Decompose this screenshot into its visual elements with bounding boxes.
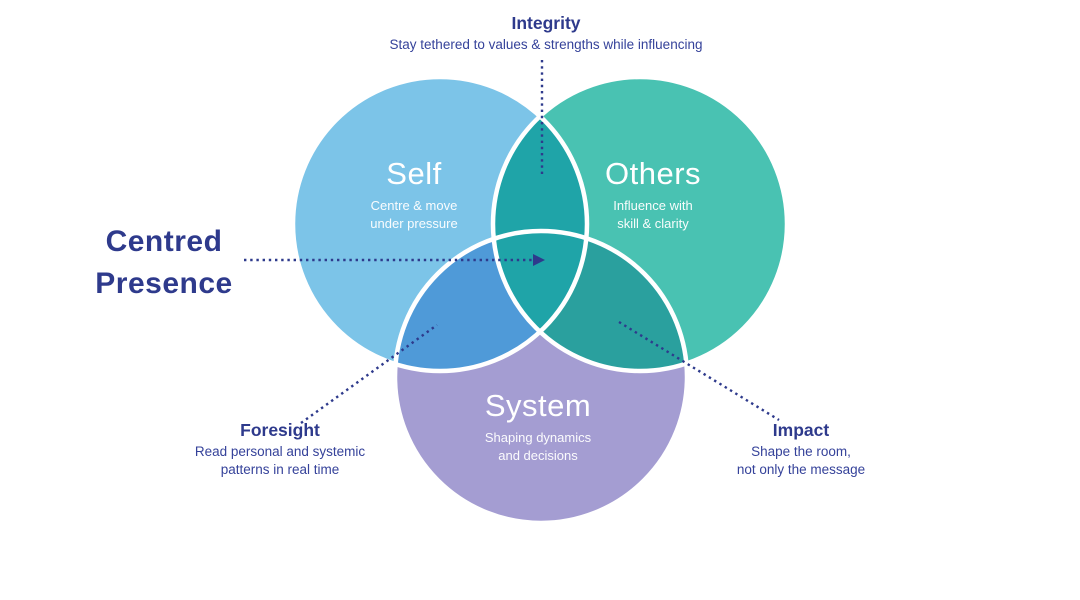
foresight-callout: Foresight Read personal and systemic pat…	[195, 420, 365, 479]
integrity-title: Integrity	[511, 13, 581, 33]
impact-connector-line	[618, 320, 780, 422]
self-label-group: Self Centre & move under pressure	[370, 156, 457, 232]
system-sublabel-line-1: Shaping dynamics	[484, 430, 592, 445]
others-circle-outline	[490, 74, 790, 374]
self-sublabel-line-2: under pressure	[370, 215, 458, 231]
integrity-desc: Stay tethered to values & strengths whil…	[389, 37, 703, 52]
foresight-desc-line-2: patterns in real time	[220, 462, 340, 477]
self-sublabel: Centre & move under pressure	[370, 197, 457, 232]
system-label-group: System Shaping dynamics and decisions	[485, 388, 591, 464]
impact-title: Impact	[772, 420, 830, 440]
others-system-overlap	[493, 231, 687, 371]
impact-desc: Shape the room, not only the message	[737, 443, 865, 479]
foresight-desc-line-1: Read personal and systemic	[194, 444, 366, 459]
system-sublabel: Shaping dynamics and decisions	[485, 429, 591, 464]
self-system-overlap	[395, 231, 587, 371]
self-circle-outline	[290, 74, 590, 374]
foresight-desc: Read personal and systemic patterns in r…	[195, 443, 365, 479]
system-label: System	[484, 388, 592, 423]
others-sublabel-line-1: Influence with	[613, 198, 693, 213]
impact-desc-line-1: Shape the room,	[751, 444, 851, 459]
impact-callout: Impact Shape the room, not only the mess…	[737, 420, 865, 479]
others-label-group: Others Influence with skill & clarity	[605, 156, 701, 232]
integrity-callout: Integrity Stay tethered to values & stre…	[390, 13, 703, 54]
others-label: Others	[604, 156, 702, 191]
others-sublabel: Influence with skill & clarity	[605, 197, 701, 232]
foresight-title: Foresight	[240, 420, 320, 440]
others-sublabel-line-2: skill & clarity	[617, 215, 689, 231]
self-label: Self	[386, 156, 442, 191]
self-sublabel-line-1: Centre & move	[370, 198, 458, 213]
system-circle-outline	[392, 228, 690, 526]
main-title-line-1: Centred	[105, 225, 223, 258]
main-title-line-2: Presence	[95, 267, 233, 300]
impact-desc-line-2: not only the message	[736, 462, 866, 477]
system-sublabel-line-2: and decisions	[498, 447, 578, 463]
main-title: Centred Presence	[95, 221, 232, 305]
